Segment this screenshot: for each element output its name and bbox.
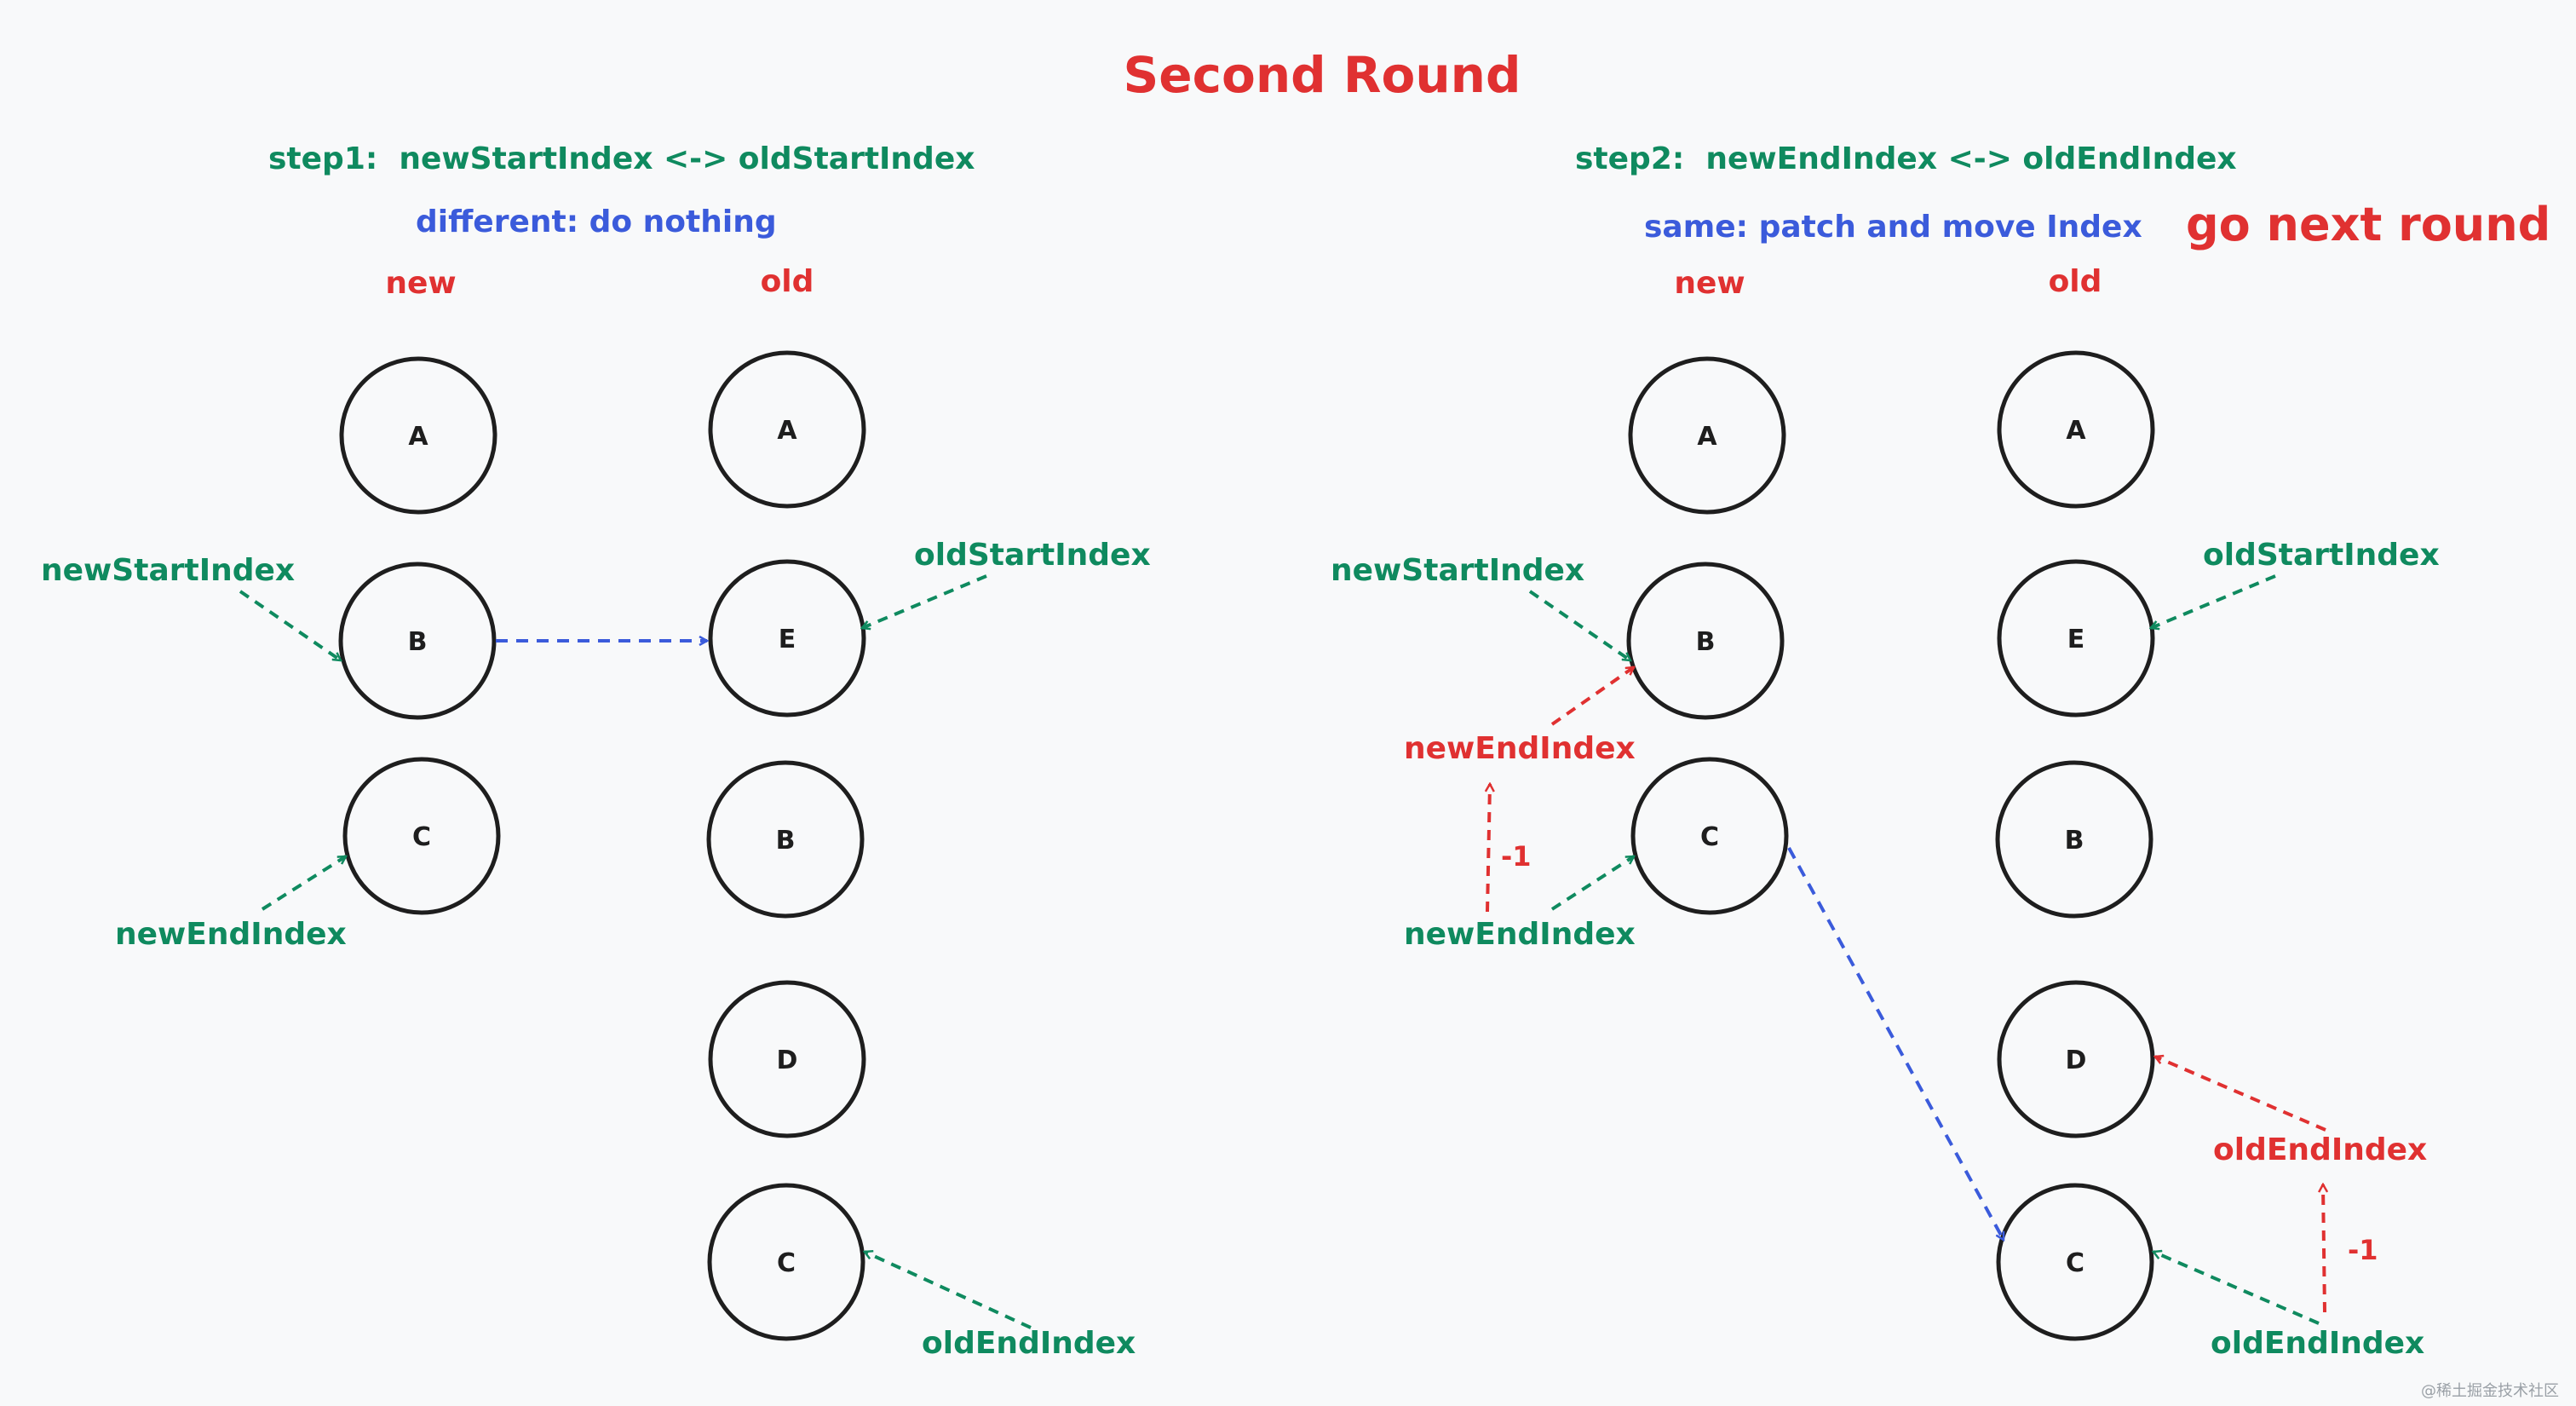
left-new-label: new [385, 266, 456, 301]
node-letter: E [2067, 625, 2085, 654]
node-letter: B [2065, 826, 2084, 856]
left-old-label: old [761, 264, 814, 299]
old-end-decrement-arrow [2323, 1184, 2325, 1313]
right-note-text: same: patch and move Index [1644, 210, 2142, 245]
left-old-start-pointer-label: oldStartIndex [914, 538, 1151, 573]
right-new-end-arrow [1550, 855, 1634, 911]
right-old-end-moved-arrow [2155, 1057, 2326, 1132]
right-old-node-d: D [1997, 980, 2155, 1138]
left-new-end-pointer-label: newEndIndex [115, 917, 347, 952]
left-old-node-c: C [707, 1183, 865, 1341]
right-new-node-a: A [1628, 356, 1786, 515]
node-letter: C [412, 822, 431, 852]
right-old-end-pointer-label: oldEndIndex [2211, 1326, 2424, 1361]
node-letter: D [777, 1046, 798, 1075]
new-end-decrement-label: -1 [1501, 840, 1532, 873]
right-panel: step2: newEndIndex <-> oldEndIndex same:… [1331, 141, 2550, 1361]
right-new-end-moved-arrow [1550, 666, 1634, 726]
right-new-end-pointer-label: newEndIndex [1404, 917, 1636, 952]
node-letter: C [777, 1248, 796, 1278]
node-letter: A [2066, 416, 2086, 446]
left-note-text: different: do nothing [416, 205, 777, 239]
left-old-start-arrow [862, 574, 987, 628]
left-step-text: step1: newStartIndex <-> oldStartIndex [268, 141, 975, 176]
left-old-node-a: A [708, 350, 866, 509]
node-letter: B [408, 627, 428, 657]
right-old-node-e: E [1997, 559, 2155, 717]
left-new-node-a: A [339, 356, 497, 515]
node-letter: A [777, 416, 797, 446]
right-old-node-a: A [1997, 350, 2155, 509]
left-old-node-b: B [706, 760, 865, 919]
node-letter: A [408, 422, 428, 452]
right-old-start-arrow [2151, 574, 2276, 628]
right-new-node-b: B [1626, 562, 1785, 720]
watermark-text: @稀土掘金技术社区 [2421, 1382, 2559, 1400]
node-letter: A [1697, 422, 1717, 452]
node-letter: C [1700, 822, 1719, 852]
node-letter: E [779, 625, 796, 654]
right-new-node-c: C [1630, 757, 1789, 915]
left-old-node-d: D [708, 980, 866, 1138]
right-step-text: step2: newEndIndex <-> oldEndIndex [1575, 141, 2237, 176]
left-new-node-c: C [342, 757, 501, 915]
right-old-node-c: C [1996, 1183, 2154, 1341]
go-next-round-text: go next round [2186, 198, 2550, 251]
new-end-decrement-arrow [1487, 784, 1490, 913]
node-letter: B [776, 826, 796, 856]
node-letter: B [1696, 627, 1716, 657]
right-old-end-arrow [2153, 1252, 2320, 1325]
left-old-end-pointer-label: oldEndIndex [922, 1326, 1136, 1361]
old-end-decrement-label: -1 [2348, 1234, 2378, 1266]
node-letter: D [2066, 1046, 2087, 1075]
diagram-title: Second Round [1124, 46, 1521, 104]
right-old-start-pointer-label: oldStartIndex [2203, 538, 2440, 573]
right-old-end-moved-label: oldEndIndex [2213, 1132, 2427, 1167]
right-new-end-moved-label: newEndIndex [1404, 731, 1636, 766]
left-new-start-pointer-label: newStartIndex [41, 553, 295, 588]
right-old-node-b: B [1995, 760, 2153, 919]
patch-move-arrow [1787, 847, 2005, 1240]
left-panel: step1: newStartIndex <-> oldStartIndex d… [41, 141, 1151, 1361]
right-new-start-arrow [1528, 590, 1630, 662]
right-new-start-pointer-label: newStartIndex [1331, 553, 1584, 588]
left-new-end-arrow [261, 855, 346, 911]
left-new-start-arrow [239, 590, 341, 662]
right-old-label: old [2049, 264, 2102, 299]
right-new-label: new [1674, 266, 1745, 301]
node-letter: C [2066, 1248, 2084, 1278]
left-old-node-e: E [708, 559, 866, 717]
left-old-end-arrow [865, 1252, 1032, 1329]
left-new-node-b: B [338, 562, 497, 720]
